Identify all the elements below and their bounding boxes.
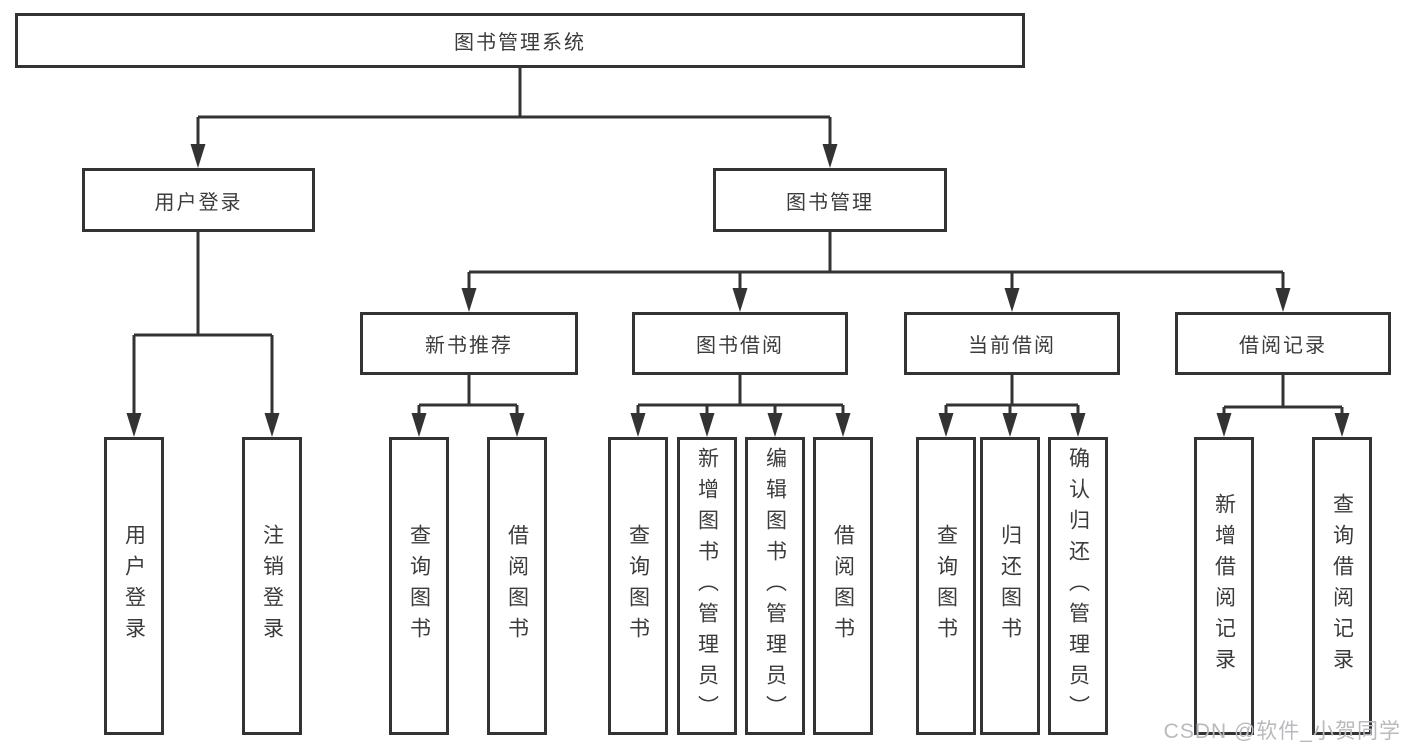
node-root-system: 图书管理系统 (15, 13, 1025, 68)
node-leaf-confirm-return-admin: 确认归还（管理员） (1048, 437, 1108, 735)
node-label: 新书推荐 (425, 335, 513, 357)
node-label: 当前借阅 (968, 335, 1056, 357)
node-leaf-query-books-recommend: 查询图书 (389, 437, 449, 735)
node-leaf-query-books-current: 查询图书 (916, 437, 976, 735)
node-book-management-branch: 图书管理 (713, 168, 947, 232)
node-label: 确认归还（管理员） (1066, 446, 1090, 726)
node-leaf-user-login: 用户登录 (104, 437, 164, 735)
node-label: 查询图书 (626, 524, 650, 648)
node-leaf-return-books: 归还图书 (980, 437, 1040, 735)
node-label: 查询图书 (934, 524, 958, 648)
node-root-label: 图书管理系统 (454, 32, 586, 54)
node-label: 新增图书（管理员） (695, 446, 719, 726)
node-leaf-add-borrow-record: 新增借阅记录 (1194, 437, 1254, 735)
node-label: 借阅图书 (505, 524, 529, 648)
node-label: 图书借阅 (696, 335, 784, 357)
node-label: 编辑图书（管理员） (763, 446, 787, 726)
node-current-borrowing: 当前借阅 (904, 312, 1120, 375)
node-label: 借阅记录 (1239, 335, 1327, 357)
node-borrowing-records: 借阅记录 (1175, 312, 1391, 375)
node-label: 查询借阅记录 (1330, 493, 1354, 679)
node-label: 借阅图书 (831, 524, 855, 648)
csdn-watermark: CSDN @软件_小贺同学 (1163, 720, 1401, 743)
node-label: 新增借阅记录 (1212, 493, 1236, 679)
node-label: 注销登录 (260, 524, 284, 648)
node-leaf-borrow-books-recommend: 借阅图书 (487, 437, 547, 735)
node-label: 图书管理 (786, 191, 874, 214)
node-new-book-recommend: 新书推荐 (360, 312, 578, 375)
node-user-login-branch: 用户登录 (82, 168, 315, 232)
node-label: 用户登录 (154, 191, 243, 214)
node-book-borrowing: 图书借阅 (632, 312, 848, 375)
node-leaf-edit-books-admin: 编辑图书（管理员） (745, 437, 805, 735)
node-label: 用户登录 (122, 524, 146, 648)
node-leaf-query-books-borrow: 查询图书 (608, 437, 668, 735)
node-leaf-add-books-admin: 新增图书（管理员） (677, 437, 737, 735)
node-leaf-query-borrow-record: 查询借阅记录 (1312, 437, 1372, 735)
arrowheads (126, 144, 1350, 437)
node-leaf-logout: 注销登录 (242, 437, 302, 735)
node-leaf-borrow-books: 借阅图书 (813, 437, 873, 735)
node-label: 查询图书 (407, 524, 431, 648)
node-label: 归还图书 (998, 524, 1022, 648)
